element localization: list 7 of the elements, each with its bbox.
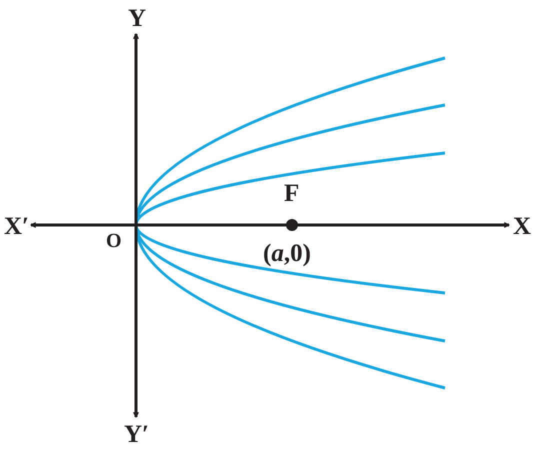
axis-label: Y′	[124, 422, 150, 447]
axis-label: X′	[4, 214, 30, 239]
origin-label: O	[106, 231, 122, 251]
axis-label: Y	[128, 6, 146, 31]
axis-label: X	[513, 214, 532, 239]
coordinate-label: (a,0)	[263, 241, 311, 266]
point-label: F	[284, 181, 300, 206]
